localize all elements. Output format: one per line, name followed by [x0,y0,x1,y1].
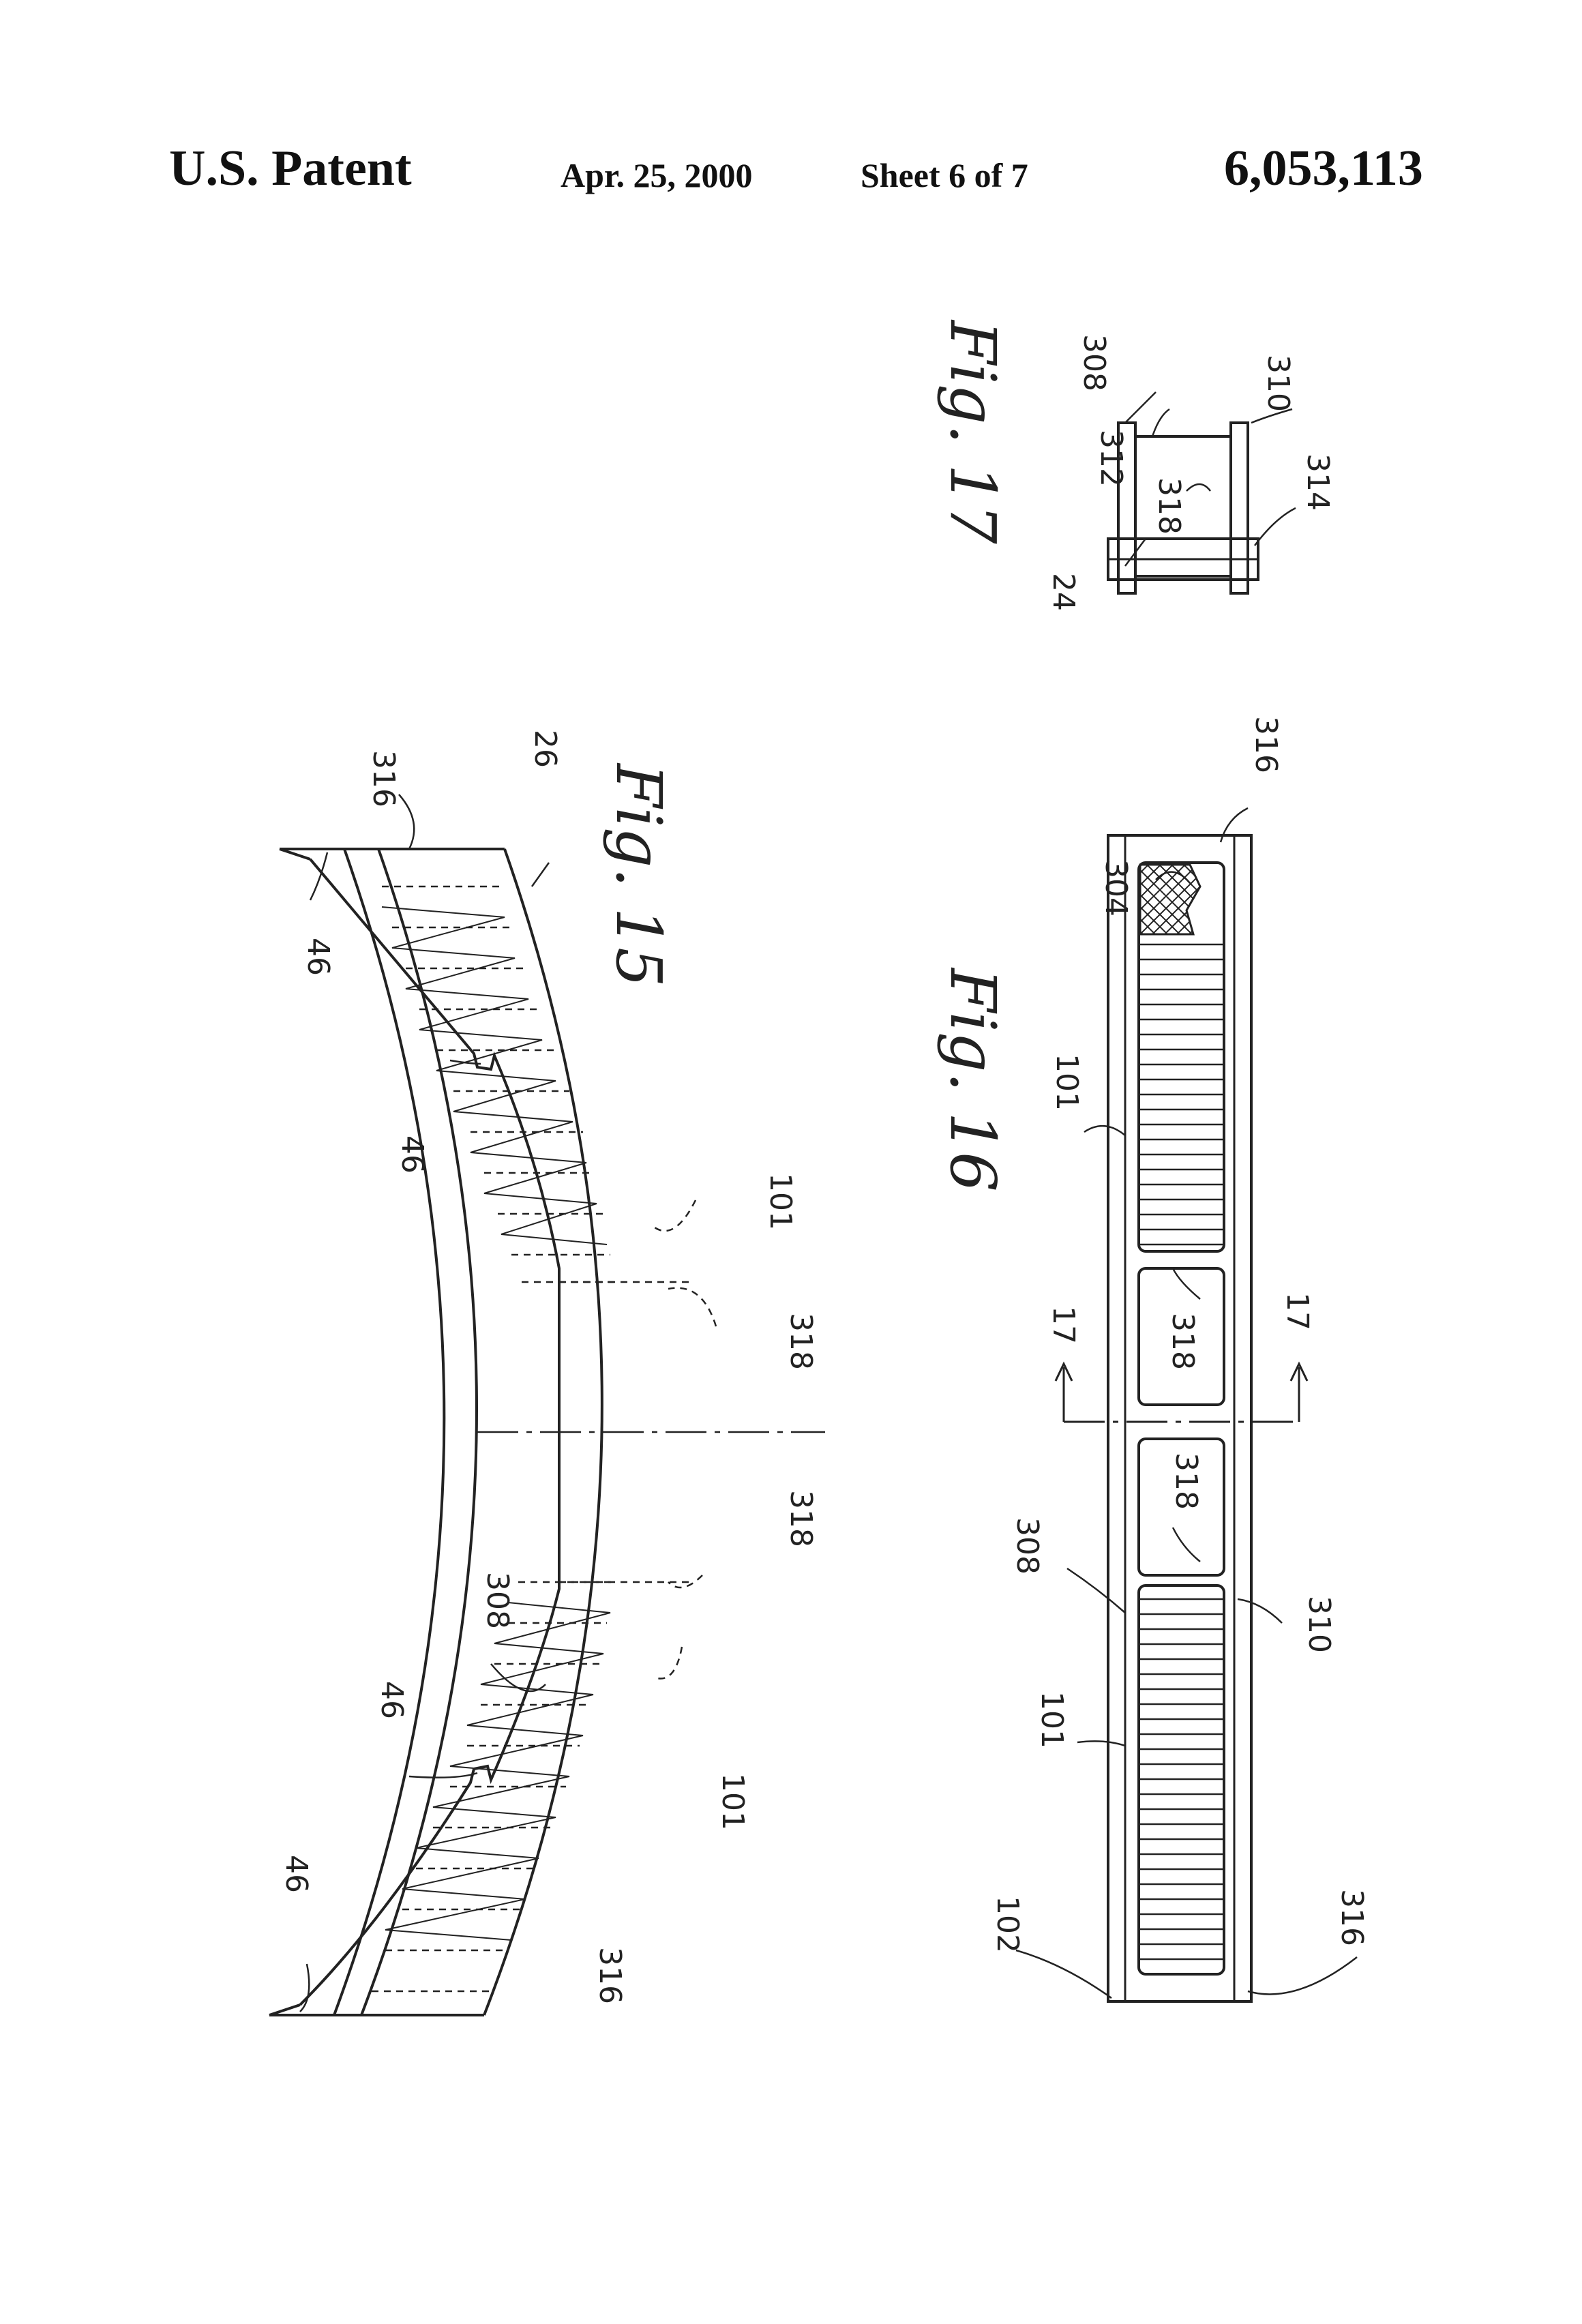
fig16-label-101-b: 101 [1034,1691,1069,1748]
fig15-plate-line [334,849,444,2015]
fig17-label-308: 308 [1077,334,1111,391]
fig17-title: Fig. 17 [936,319,1009,544]
fig15-label-308: 308 [480,1572,515,1629]
fig16-label-101-a: 101 [1049,1054,1084,1111]
fig16-label-17-b: 17 [1280,1292,1315,1330]
fig15-label-316-top: 316 [366,750,401,807]
fig16-label-318-a: 318 [1165,1313,1200,1370]
fig17-label-312: 312 [1094,430,1129,487]
fig15-label-46-a: 46 [301,938,335,976]
fig15-label-101-a: 101 [763,1173,798,1230]
fig15-label-46-b: 46 [395,1135,430,1174]
fig16-label-316-bottom: 316 [1334,1889,1369,1946]
figure-15 [269,794,825,2015]
fig16-pad-slats [1139,944,1224,1959]
figure-17 [1108,392,1296,593]
figure-16 [1016,808,1357,2001]
fig16-mesh-304 [1140,865,1200,934]
fig16-label-102: 102 [990,1896,1025,1953]
fig15-pad-inner-arc [361,849,477,2015]
fig17-flange-right [1231,423,1248,593]
fig15-label-46-c: 46 [374,1681,409,1719]
fig16-label-316-top: 316 [1249,716,1283,773]
fig16-label-318-b: 318 [1169,1452,1204,1510]
fig15-label-46-d: 46 [279,1855,314,1893]
fig16-title: Fig. 16 [936,967,1009,1192]
fig16-label-304: 304 [1099,859,1133,917]
fig15-label-318-a: 318 [783,1313,818,1370]
fig15-label-318-b: 318 [783,1490,818,1547]
fig15-label-26: 26 [528,730,563,768]
fig17-label-314: 314 [1300,453,1335,511]
fig15-label-316-bottom: 316 [593,1947,627,2004]
fig16-label-308: 308 [1010,1517,1045,1575]
fig15-title: Fig. 15 [602,762,675,987]
fig17-label-310: 310 [1261,355,1296,412]
fig16-label-17-a: 17 [1046,1306,1081,1344]
fig17-label-24: 24 [1046,573,1081,611]
fig15-label-101-b: 101 [715,1773,750,1830]
fig16-label-310: 310 [1302,1596,1337,1653]
fig17-label-318: 318 [1152,477,1186,535]
fig16-outer-strip [1108,835,1251,2001]
